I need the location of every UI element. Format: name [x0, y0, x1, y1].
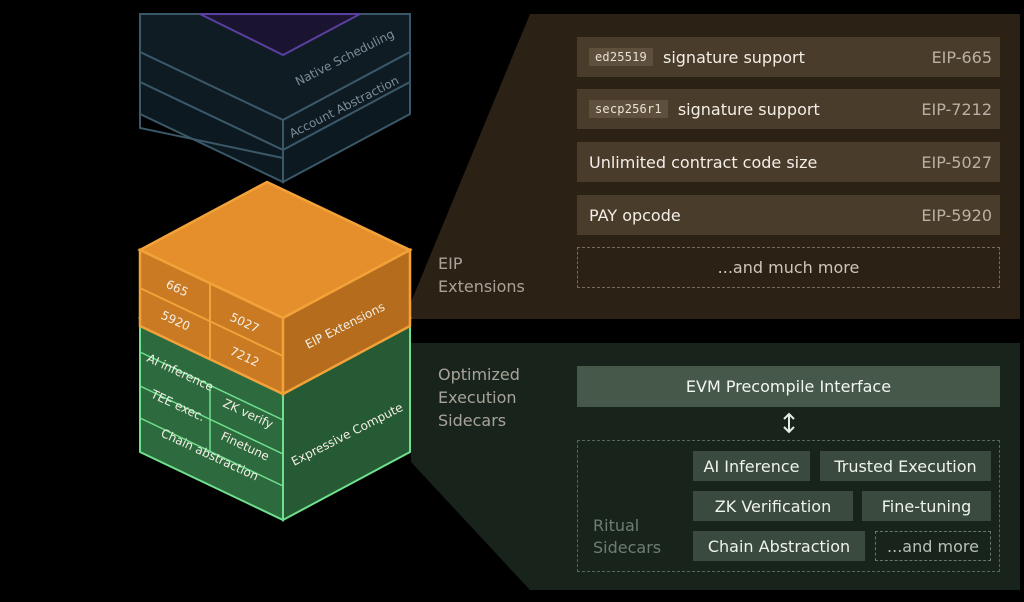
- eip-number: EIP-5027: [921, 152, 992, 172]
- eip-description: signature support: [662, 47, 805, 67]
- eip-description: signature support: [677, 99, 820, 119]
- eip-number: EIP-5920: [921, 205, 992, 225]
- eip-row-7212: secp256r1 signature support EIP-7212: [577, 89, 1000, 129]
- eip-number: EIP-7212: [921, 99, 992, 119]
- eip-number: EIP-665: [931, 47, 992, 67]
- ritual-sidecars-label: Ritual Sidecars: [593, 516, 662, 557]
- eip-description: PAY opcode: [589, 205, 681, 225]
- eip-row-5920: PAY opcode EIP-5920: [577, 195, 1000, 235]
- eip-more-placeholder: ...and much more: [577, 247, 1000, 288]
- eip-row-5027: Unlimited contract code size EIP-5027: [577, 142, 1000, 182]
- eip-code-badge: secp256r1: [589, 100, 668, 118]
- eip-description: Unlimited contract code size: [589, 152, 818, 172]
- bidirectional-arrow-icon: [783, 412, 795, 434]
- scheduling-layer: Native Scheduling: [139, 13, 411, 152]
- ritual-sidecars-group: [577, 440, 1000, 572]
- eip-row-665: ed25519 signature support EIP-665: [577, 37, 1000, 77]
- eip-panel-label: EIP Extensions: [438, 254, 525, 296]
- chip-zk-verification: ZK Verification: [693, 491, 853, 521]
- account-abstraction-layer: Account Abstraction: [139, 73, 411, 184]
- chip-fine-tuning: Fine-tuning: [862, 491, 991, 521]
- chip-and-more: ...and more: [875, 531, 991, 561]
- chip-ai-inference: AI Inference: [693, 451, 810, 481]
- chip-trusted-execution: Trusted Execution: [820, 451, 991, 481]
- evm-precompile-interface: EVM Precompile Interface: [577, 366, 1000, 407]
- eip-layer: 665 5027 5920 7212 EIP Extensions: [137, 180, 413, 397]
- chip-chain-abstraction: Chain Abstraction: [693, 531, 865, 561]
- eip-code-badge: ed25519: [589, 48, 653, 66]
- sidecar-panel-label: Optimized Execution Sidecars: [438, 365, 520, 430]
